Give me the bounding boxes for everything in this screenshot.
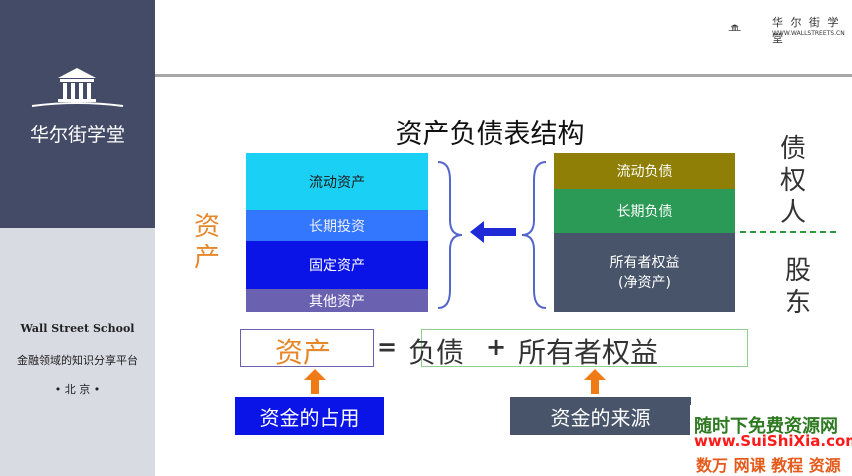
use-of-funds: 资金的占用 — [235, 397, 384, 435]
header-building-icon — [728, 24, 741, 31]
equation-equity: 所有者权益 — [518, 336, 659, 369]
liability-current: 流动负债 — [554, 153, 735, 189]
liability-long-term: 长期负债 — [554, 189, 735, 233]
asset-other: 其他资产 — [246, 289, 428, 312]
creditor-char-3: 人 — [779, 198, 806, 228]
equation-plus: + — [486, 333, 507, 361]
diagram-title: 资产负债表结构 — [395, 119, 585, 150]
equation-equals: = — [377, 333, 398, 361]
creditor-char-1: 债 — [779, 134, 806, 164]
source-of-funds: 资金的来源 — [510, 397, 691, 435]
brand-name: 华尔街学堂 — [29, 124, 125, 146]
header-divider — [155, 74, 852, 77]
owners-equity-label: 所有者权益 — [609, 254, 680, 271]
building-logo-icon — [31, 68, 124, 107]
asset-current: 流动资产 — [246, 153, 428, 210]
creditor-shareholder-divider — [740, 231, 836, 233]
assets-vertical-label: 资产 — [193, 212, 220, 273]
watermark-slogan: 数万 网课 教程 资源 — [696, 456, 841, 475]
header-logo-url: WWW.WALLSTREETS.CN — [772, 30, 845, 37]
creditor-char-2: 权 — [779, 166, 806, 196]
school-city: • 北 京 • — [54, 383, 101, 396]
left-brace-icon — [521, 161, 547, 309]
up-arrow-icon-left — [304, 369, 326, 394]
equation-assets-frame — [240, 329, 374, 367]
equation-debt: 负债 — [408, 336, 465, 369]
watermark-url: www.SuiShiXia.com — [694, 432, 852, 450]
asset-long-term-investment: 长期投资 — [246, 210, 428, 241]
school-tagline: 金融领域的知识分享平台 — [17, 354, 138, 367]
school-english-name: Wall Street School — [20, 322, 135, 335]
sidebar-header — [0, 0, 155, 228]
header-logo-text: 华 尔 街 学 堂 — [772, 16, 841, 45]
watermark-site-name: 随时下免费资源网 — [694, 416, 838, 437]
shareholder-char-2: 东 — [784, 288, 811, 318]
left-arrow-icon — [470, 221, 516, 243]
net-assets-label: (净资产) — [618, 274, 671, 291]
right-brace-icon — [437, 161, 463, 309]
owners-equity: 所有者权益 (净资产) — [554, 233, 735, 312]
watermark-panel — [690, 405, 852, 476]
asset-fixed: 固定资产 — [246, 241, 428, 289]
equation-right-frame — [421, 329, 748, 367]
shareholder-char-1: 股 — [784, 256, 811, 286]
equation-assets: 资产 — [275, 336, 332, 369]
sidebar-info-panel — [0, 228, 155, 476]
up-arrow-icon-right — [584, 369, 606, 394]
